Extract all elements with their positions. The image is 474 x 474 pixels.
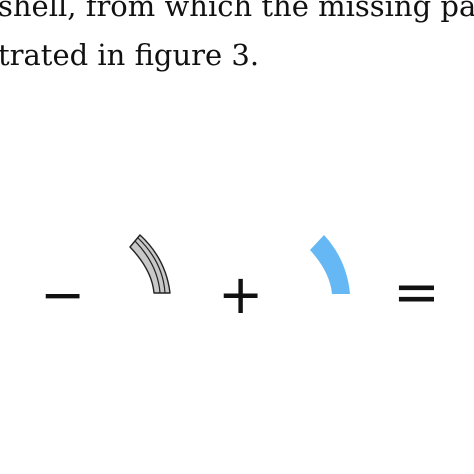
minus-sign: − <box>40 263 86 326</box>
plus-sign: + <box>218 263 264 326</box>
blue-shell-segment <box>310 235 350 294</box>
body-text-line-1: shell, from which the missing part of th <box>0 0 474 23</box>
gray-shell-segment <box>129 234 171 294</box>
equals-sign: = <box>393 260 440 325</box>
body-text-line-2: trated in figure 3. <box>0 38 260 72</box>
